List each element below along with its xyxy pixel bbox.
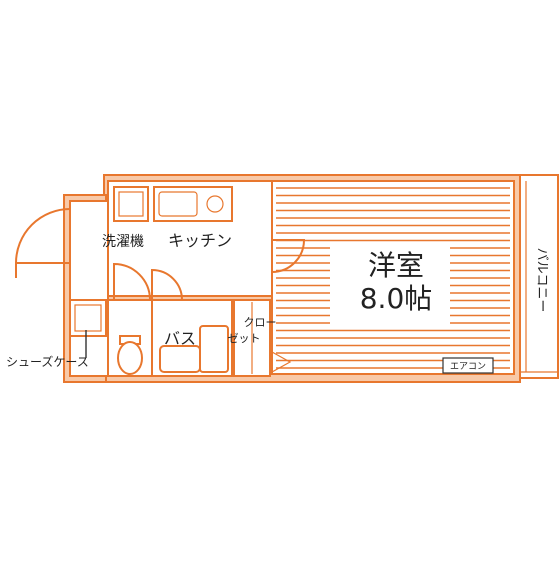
toilet-bowl [117,341,143,375]
entrance-door-swing [15,208,71,264]
room-door-swing [271,239,306,273]
wash-basin [159,345,201,373]
shoe-case-inner [74,304,102,332]
closet-label-line2: ゼット [228,332,261,345]
balcony-label: バルコニー [534,248,549,313]
laundry-label: 洗濯機 [102,234,144,250]
bath-door-swing [151,268,183,301]
stove-burner [206,195,224,213]
bathtub [199,325,229,373]
western-room-size: 8.0帖 [360,282,433,315]
washing-machine-pan [113,186,149,222]
kitchen-label: キッチン [168,231,232,250]
air-conditioner [442,357,494,374]
kitchen-counter [153,186,233,222]
entrance [69,200,109,377]
closet-triangle [271,350,292,374]
shoe-case [69,299,107,337]
toilet-door-swing [113,262,151,301]
sink [158,191,198,217]
room-label-backdrop [330,245,450,325]
washing-machine-pan-inner [118,191,144,217]
shoe-case-label: シューズケース [6,354,89,369]
closet-label-line1: クロー [244,316,277,329]
air-conditioner-label: エアコン [450,362,486,372]
bath-label: バス [164,329,196,348]
western-room-name: 洋室 [368,249,424,282]
